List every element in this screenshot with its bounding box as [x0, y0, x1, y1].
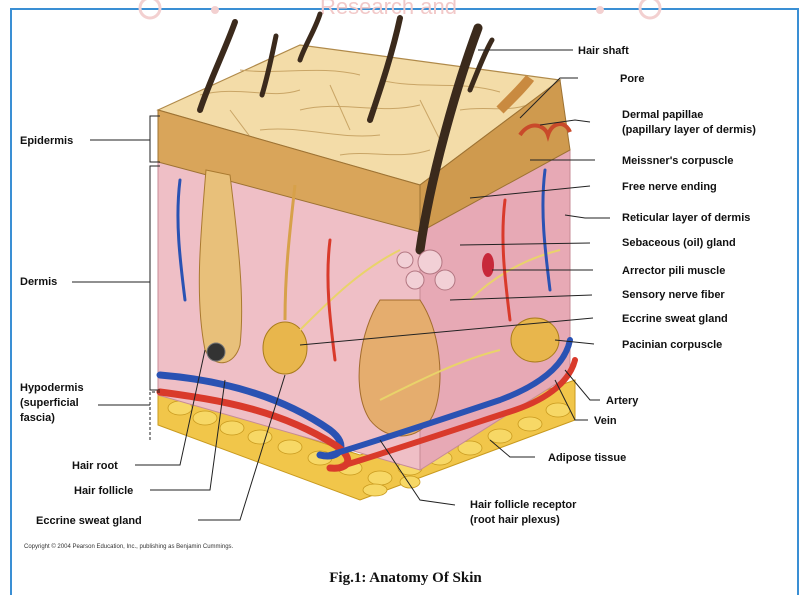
label-hair-follicle-receptor: Hair follicle receptor [470, 499, 577, 511]
label-arrector-pili: Arrector pili muscle [622, 265, 725, 277]
label-meissners-corpuscle: Meissner's corpuscle [622, 155, 733, 167]
label-epidermis: Epidermis [20, 135, 73, 147]
label-dermal-papillae: Dermal papillae [622, 109, 703, 121]
label-adipose-tissue: Adipose tissue [548, 452, 626, 464]
label-pacinian-corpuscle: Pacinian corpuscle [622, 339, 722, 351]
label-hair-root: Hair root [72, 460, 118, 472]
watermark-dot [211, 6, 219, 14]
label-eccrine-sweat-gland: Eccrine sweat gland [622, 313, 728, 325]
arrector-pili-muscle [482, 253, 494, 277]
label-hypodermis: Hypodermis [20, 382, 84, 394]
label-free-nerve-ending: Free nerve ending [622, 181, 717, 193]
label-sebaceous-gland: Sebaceous (oil) gland [622, 237, 736, 249]
label-dermal-papillae-sub: (papillary layer of dermis) [622, 124, 756, 136]
hair-follicle-center [359, 300, 440, 436]
label-hair-follicle: Hair follicle [74, 485, 133, 497]
watermark-logo-left [140, 0, 160, 18]
label-eccrine-sweat-gland-bottom: Eccrine sweat gland [36, 515, 142, 527]
label-hypodermis-sub: (superficial [20, 397, 79, 409]
figure-caption: Fig.1: Anatomy Of Skin [0, 570, 811, 587]
label-hair-follicle-receptor-sub: (root hair plexus) [470, 514, 560, 526]
label-hair-shaft: Hair shaft [578, 45, 629, 57]
watermark-logo-right [640, 0, 660, 18]
label-hypodermis-sub2: fascia) [20, 412, 55, 424]
label-reticular-layer: Reticular layer of dermis [622, 212, 750, 224]
skin-block [158, 14, 575, 500]
label-artery: Artery [606, 395, 639, 407]
copyright-notice: Copyright © 2004 Pearson Education, Inc.… [24, 544, 233, 550]
label-pore: Pore [620, 73, 644, 85]
watermark-dot [596, 6, 604, 14]
hair-bulb [207, 343, 225, 361]
label-sensory-nerve: Sensory nerve fiber [622, 289, 725, 301]
watermark: Research and [320, 0, 457, 19]
label-vein: Vein [594, 415, 617, 427]
label-dermis: Dermis [20, 276, 57, 288]
